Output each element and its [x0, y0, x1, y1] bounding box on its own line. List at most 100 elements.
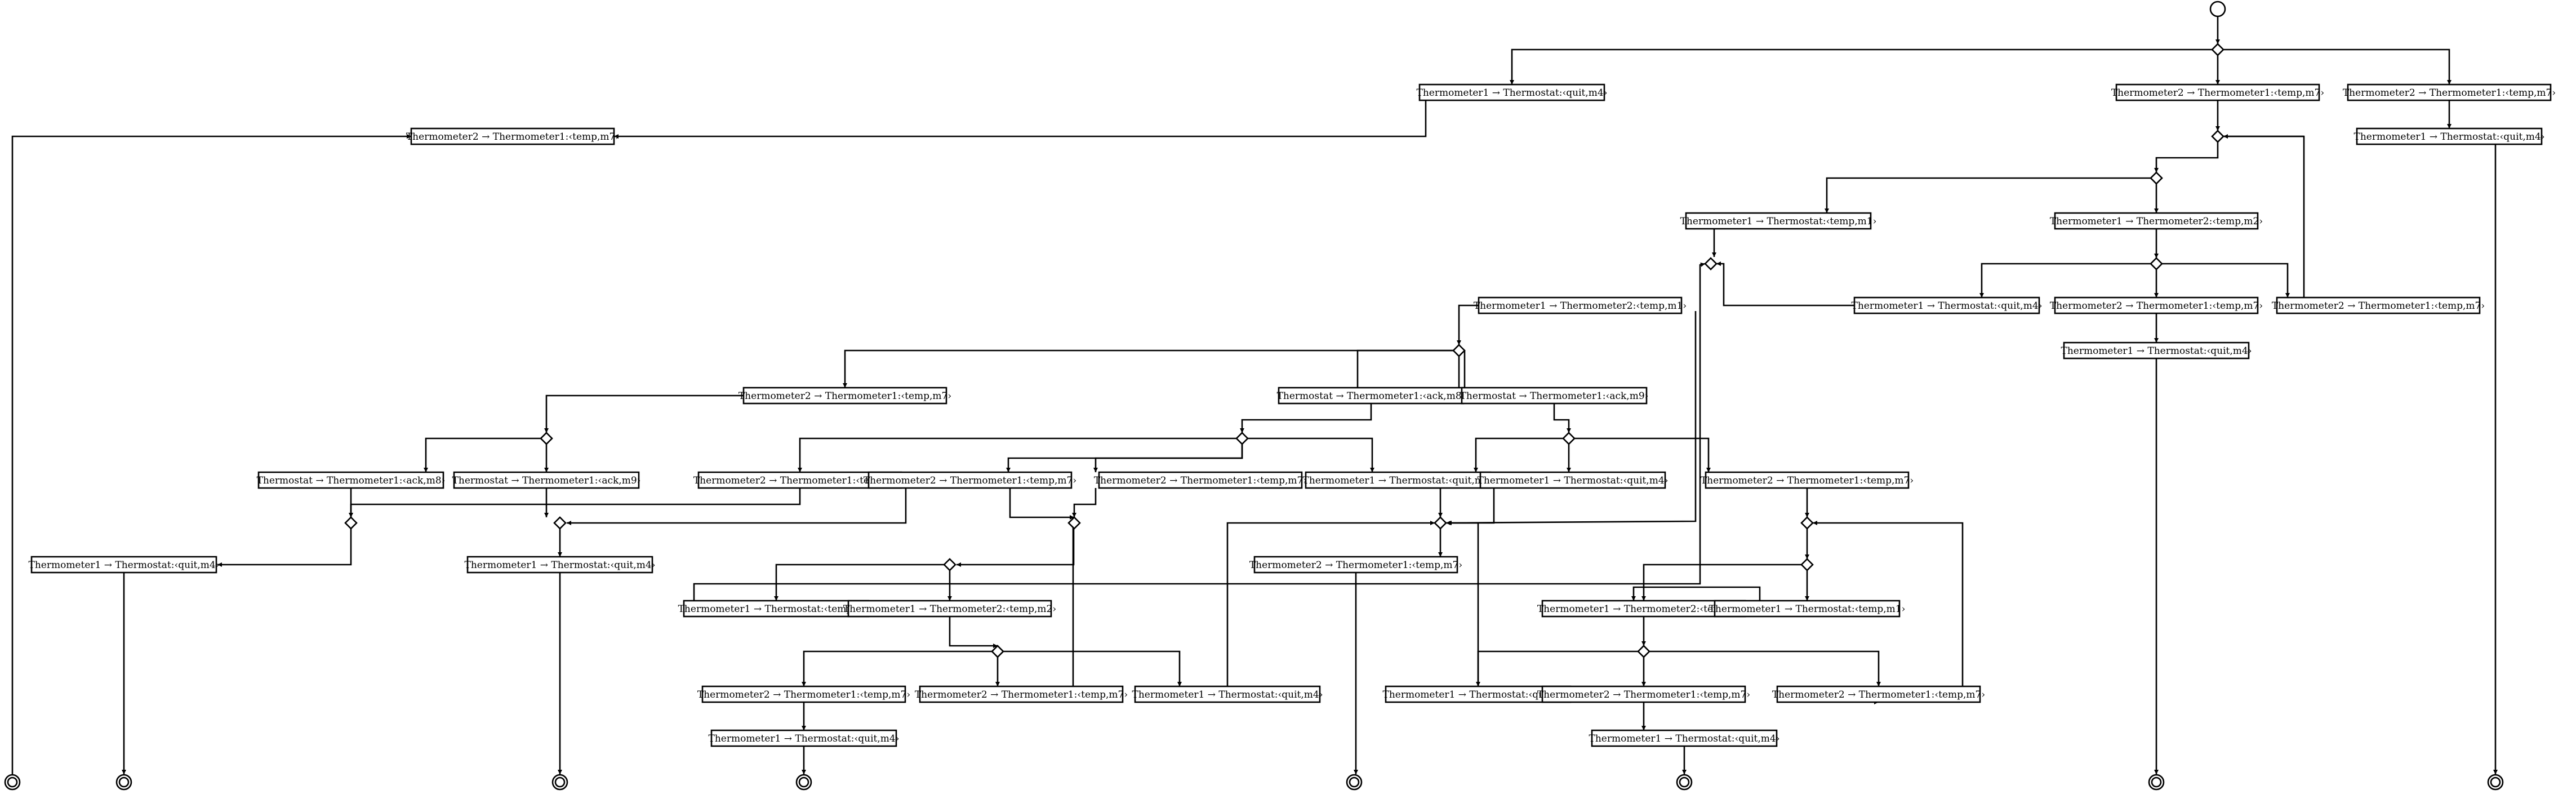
flow-edge [567, 488, 907, 525]
action-box [1278, 387, 1465, 405]
action-box [2054, 296, 2259, 314]
action-node: Thermometer2 → Thermometer1:‹temp,m7› [738, 387, 951, 405]
action-box [2054, 212, 2259, 230]
action-label: Thermometer2 → Thermometer1:‹temp,m7› [406, 131, 619, 143]
action-node: Thermometer2 → Thermometer1:‹temp,m7› [693, 471, 906, 489]
final-node [1676, 774, 1693, 791]
decision-diamond [1704, 257, 1718, 270]
action-label: Thermometer2 → Thermometer1:‹temp,m7› [2272, 300, 2485, 312]
action-node: Thermometer1 → Thermostat:‹temp,m1› [1709, 600, 1905, 618]
action-label: Thermostat → Thermometer1:‹ack,m8› [257, 475, 446, 486]
flow-edge [949, 616, 998, 648]
action-node: Thermometer2 → Thermometer1:‹temp,m7› [2111, 83, 2324, 101]
action-box [2115, 83, 2320, 101]
decision-node [1562, 432, 1576, 445]
action-box [919, 685, 1124, 703]
flow-edge [1226, 521, 1435, 686]
final-inner-circle [1679, 777, 1690, 788]
action-box [2356, 127, 2543, 145]
flow-edge [1447, 311, 1697, 525]
action-label: Thermometer1 → Thermostat:‹temp,m1› [1680, 216, 1877, 227]
action-box [2063, 341, 2250, 360]
action-label: Thermostat → Thermometer1:‹ack,m8› [1277, 391, 1466, 402]
action-box [30, 556, 217, 574]
flow-edge [11, 134, 411, 774]
action-label: Thermometer1 → Thermostat:‹quit,m4› [2353, 131, 2544, 143]
action-label: Thermostat → Thermometer1:‹ack,m9› [452, 475, 641, 486]
action-node: Thermometer1 → Thermostat:‹quit,m4› [1132, 685, 1323, 703]
action-node: Thermometer1 → Thermometer2:‹temp,m2› [843, 600, 1056, 618]
decision-diamond [1562, 432, 1576, 445]
decision-diamond [540, 432, 553, 445]
flow-edge [614, 100, 1427, 139]
action-node: Thermometer1 → Thermostat:‹quit,m4› [464, 556, 656, 574]
decision-node [553, 516, 567, 530]
flow-edge [1248, 437, 1374, 472]
action-box [742, 387, 947, 405]
decision-node [1637, 645, 1650, 658]
action-node: Thermometer2 → Thermometer1:‹temp,m7› [864, 471, 1076, 489]
flow-edge [217, 529, 352, 567]
decision-node [2211, 130, 2224, 143]
flow-edge [802, 650, 992, 686]
flow-edge [843, 349, 1453, 388]
action-box [697, 471, 902, 489]
action-box [1418, 83, 1605, 101]
flow-edge [956, 529, 1075, 567]
flow-edge [349, 488, 801, 517]
action-box [1134, 685, 1321, 703]
final-node [4, 774, 21, 791]
action-box [1253, 556, 1458, 574]
action-label: Thermometer2 → Thermometer1:‹temp,m7› [915, 689, 1128, 700]
flow-edge [1813, 521, 1964, 686]
action-box [1461, 387, 1648, 405]
final-inner-circle [7, 777, 18, 788]
flow-edge [1457, 304, 1484, 345]
action-box [1541, 685, 1746, 703]
action-box [867, 471, 1073, 489]
action-label: Thermometer2 → Thermometer1:‹temp,m7› [864, 475, 1076, 486]
action-label: Thermometer2 → Thermometer1:‹temp,m7› [1537, 689, 1750, 700]
decision-diamond [943, 558, 956, 571]
flow-edge [1476, 650, 1638, 686]
decision-node [1235, 432, 1249, 445]
action-label: Thermometer1 → Thermostat:‹quit,m4› [1132, 689, 1323, 700]
action-label: Thermometer1 → Thermostat:‹quit,m4› [1302, 475, 1493, 486]
flow-edge [1240, 403, 1372, 433]
action-label: Thermometer1 → Thermometer2:‹temp,m2› [2050, 216, 2263, 227]
action-box [257, 471, 444, 489]
decision-diamond [1434, 516, 1447, 530]
action-box [1853, 296, 2040, 314]
initial-circle [2209, 1, 2226, 17]
final-inner-circle [554, 777, 566, 788]
final-inner-circle [2490, 777, 2501, 788]
action-node: Thermometer2 → Thermometer1:‹temp,m7› [2272, 296, 2485, 314]
flow-edge [1641, 564, 1801, 601]
flow-edge [1631, 586, 1761, 609]
decision-node [2211, 43, 2224, 56]
final-node [795, 774, 812, 791]
decision-node [1800, 558, 1814, 571]
initial-node [2209, 1, 2226, 17]
decision-node [991, 645, 1004, 658]
final-node [2148, 774, 2165, 791]
action-node: Thermometer2 → Thermometer1:‹temp,m7› [1094, 471, 1307, 489]
action-label: Thermometer1 → Thermostat:‹quit,m4› [1416, 87, 1607, 99]
action-box [1591, 729, 1778, 747]
action-node: Thermometer1 → Thermostat:‹quit,m4› [2061, 341, 2252, 360]
action-box [1685, 212, 1872, 230]
final-inner-circle [798, 777, 809, 788]
decision-node [2150, 257, 2163, 270]
flow-edge [1355, 349, 1453, 394]
edge-layer [11, 16, 2498, 774]
decision-diamond [553, 516, 567, 530]
decision-diamond [2150, 257, 2163, 270]
action-node: Thermostat → Thermometer1:‹ack,m8› [1277, 387, 1466, 405]
action-box [1714, 600, 1901, 618]
action-box [1776, 685, 1981, 703]
decision-diamond [344, 516, 358, 530]
decision-diamond [1800, 558, 1814, 571]
flow-edge [693, 262, 1706, 609]
action-node: Thermometer1 → Thermometer2:‹temp,m1› [1474, 296, 1687, 314]
